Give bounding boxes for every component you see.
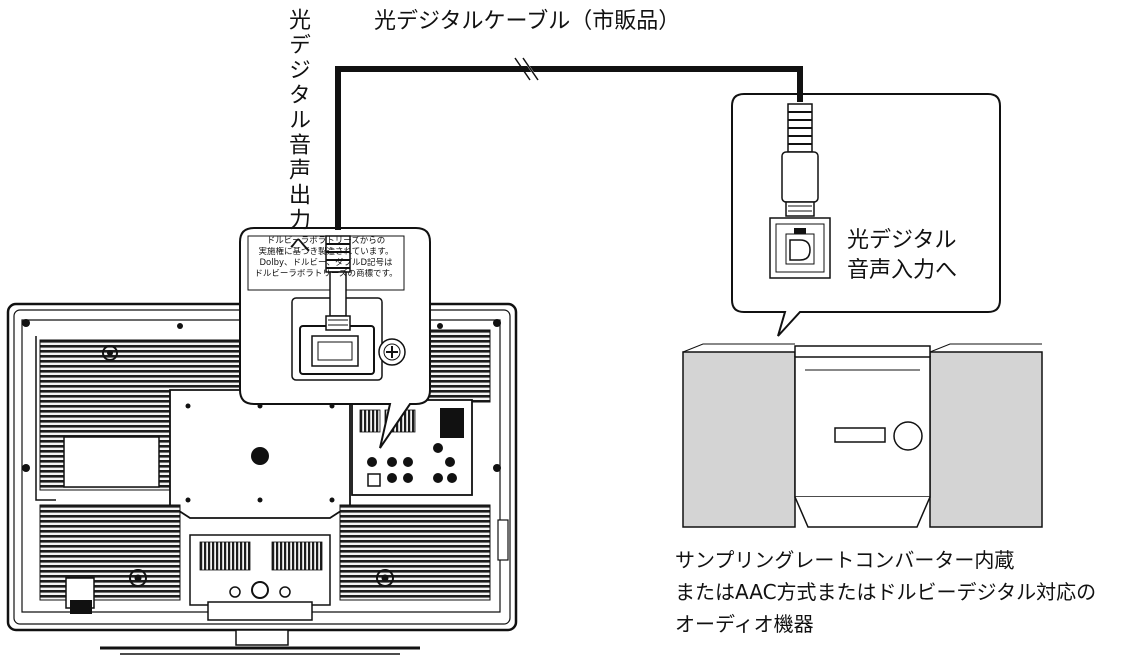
- tv-optical-output-label: 光デジタル音声出力へ: [285, 8, 310, 258]
- tv-side-plug: [325, 235, 351, 331]
- audio-device-caption-line2: またはAAC方式またはドルビーデジタル対応の: [675, 580, 1097, 604]
- volume-knob: [893, 421, 923, 451]
- optical-cable-label: 光デジタルケーブル（市販品）: [374, 9, 681, 34]
- audio-optical-input-label-line2: 音声入力へ: [847, 258, 958, 283]
- optical-cable: [325, 57, 819, 331]
- audio-side-plug: [781, 103, 819, 217]
- right-speaker: [929, 351, 1043, 528]
- audio-input-zoom-callout: [731, 93, 1001, 337]
- audio-optical-input-label-line1: 光デジタル: [847, 228, 957, 253]
- dolby-sticker-line2: 実施権に基づき製造されています。: [258, 247, 394, 257]
- audio-component: [682, 343, 1043, 528]
- tv-terminal-panel: [351, 399, 473, 496]
- audio-device-caption-line1: サンプリングレートコンバーター内蔵: [675, 548, 1015, 572]
- dolby-sticker-line4: ドルビーラボラトリーズの商標です。: [254, 269, 398, 279]
- disc-slot: [834, 427, 886, 443]
- dolby-sticker-line3: Dolby、ドルビー、ダブルD記号は: [259, 258, 393, 268]
- dolby-sticker-line1: ドルビーラボラトリーズからの: [266, 236, 386, 246]
- dolby-sticker: ドルビーラボラトリーズからの 実施権に基づき製造されています。 Dolby、ドル…: [246, 236, 406, 280]
- left-speaker: [682, 351, 796, 528]
- audio-device-caption-line3: オーディオ機器: [675, 612, 814, 636]
